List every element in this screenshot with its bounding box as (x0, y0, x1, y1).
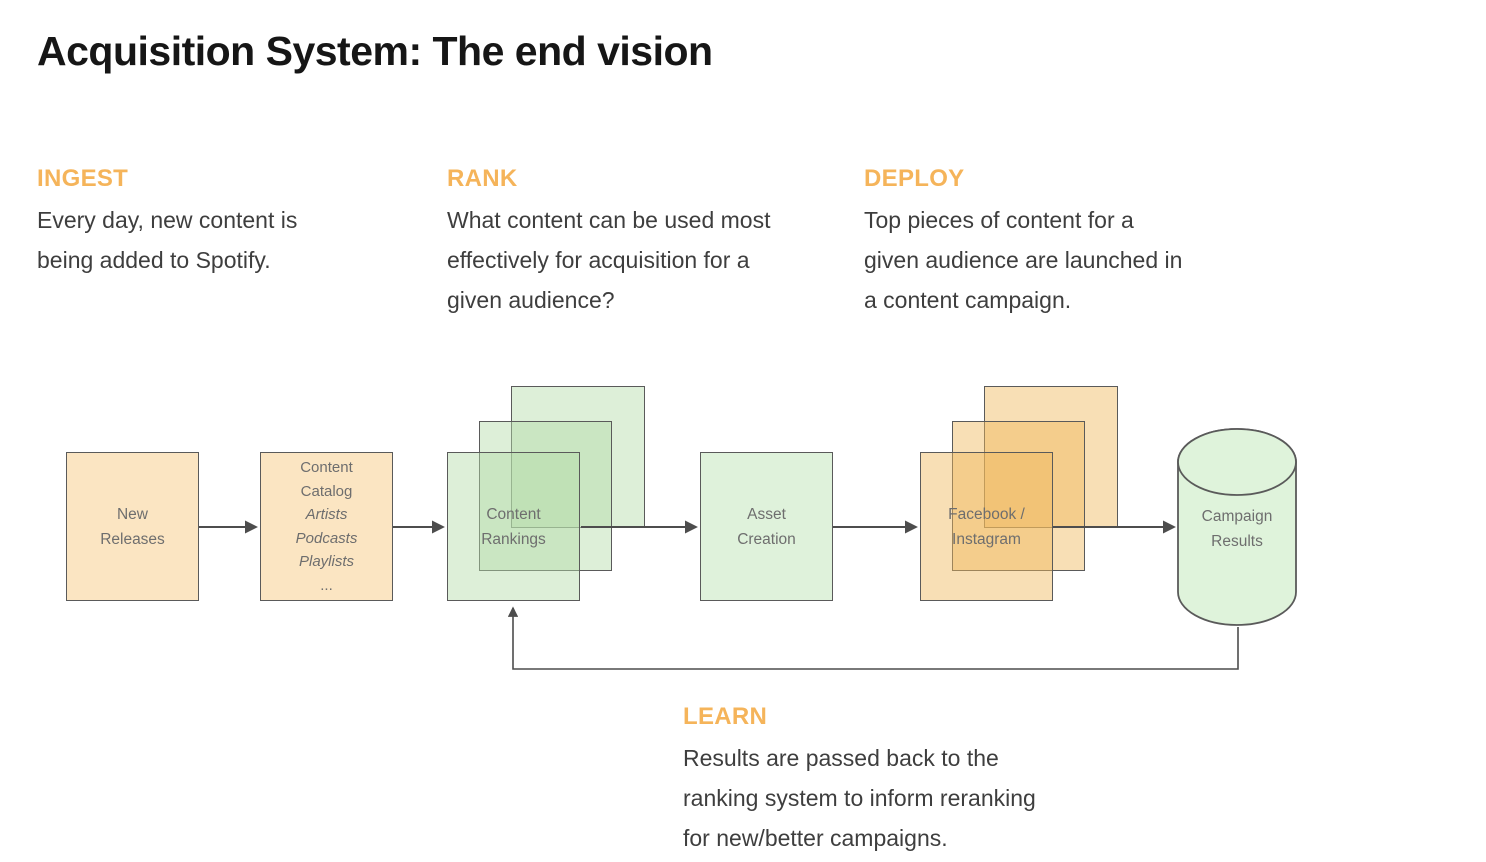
section-deploy-body: Top pieces of content for a given audien… (864, 207, 1183, 313)
node-facebook-instagram-label: Facebook / Instagram (948, 505, 1025, 548)
section-learn-label: LEARN (683, 703, 768, 730)
page-title: Acquisition System: The end vision (37, 28, 713, 74)
database-cylinder-icon (1177, 428, 1297, 626)
section-rank-body: What content can be used most effectivel… (447, 207, 771, 313)
section-ingest: INGEST Every day, new content is being a… (37, 164, 297, 280)
node-content-catalog-label: Content Catalog Artists Podcasts Playlis… (261, 453, 392, 600)
section-learn-body: Results are passed back to the ranking s… (683, 745, 1036, 851)
node-new-releases: New Releases (66, 452, 199, 601)
section-learn: LEARN Results are passed back to the ran… (683, 702, 1036, 858)
section-ingest-label: INGEST (37, 165, 129, 192)
catalog-ellipsis: ... (320, 576, 333, 594)
section-deploy: DEPLOY Top pieces of content for a given… (864, 164, 1182, 320)
content-rankings-sheet-middle (479, 421, 612, 571)
section-rank: RANK What content can be used most effec… (447, 164, 770, 320)
content-rankings-sheet-back (511, 386, 645, 528)
node-content-catalog: Content Catalog Artists Podcasts Playlis… (260, 452, 393, 601)
cylinder-top-rim (1177, 428, 1297, 496)
node-asset-creation: Asset Creation (700, 452, 833, 601)
node-asset-creation-label: Asset Creation (737, 505, 796, 548)
section-rank-label: RANK (447, 165, 518, 192)
feedback-arrow-campaign-results-to-content-rankings (507, 606, 1239, 670)
facebook-instagram-sheet-middle (952, 421, 1085, 571)
node-facebook-instagram: Facebook / Instagram (920, 452, 1053, 601)
section-ingest-body: Every day, new content is being added to… (37, 207, 298, 273)
catalog-title: Content Catalog (300, 459, 353, 500)
facebook-instagram-sheet-back (984, 386, 1118, 528)
node-content-rankings: Content Rankings (447, 452, 580, 601)
node-campaign-results-label: Campaign Results (1201, 508, 1273, 550)
node-new-releases-label: New Releases (100, 505, 165, 548)
node-content-rankings-label: Content Rankings (481, 505, 546, 548)
catalog-italic-items: Artists Podcasts Playlists (295, 506, 358, 570)
section-deploy-label: DEPLOY (864, 165, 965, 192)
